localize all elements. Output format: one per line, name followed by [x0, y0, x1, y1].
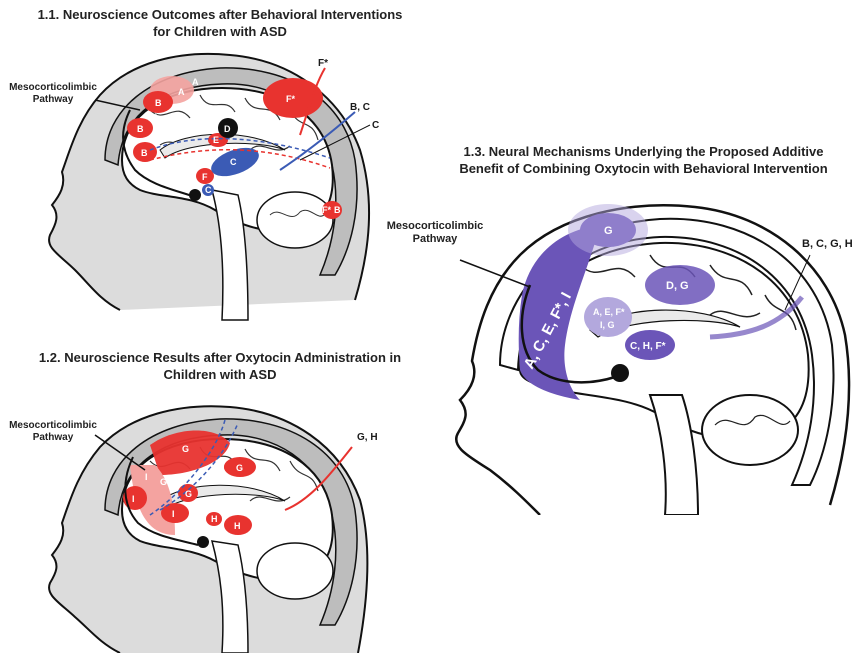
panel1-callout-c: C — [372, 120, 379, 131]
panel2-label-g-small: G — [185, 489, 192, 499]
panel2-region-i-bottom — [161, 503, 189, 523]
panel1-label-e: E — [213, 135, 219, 145]
panel3-nucleus — [611, 364, 629, 382]
panel2-title-line2: Children with ASD — [0, 366, 440, 383]
panel3-cerebellum — [702, 395, 798, 465]
panel1-label-b2: B — [137, 124, 144, 134]
panel3-label-chf: C, H, F* — [630, 341, 666, 352]
panel2-brain-diagram: G, H G G G I I H H G I — [0, 385, 440, 653]
panel2-callout-gh: G, H — [357, 432, 378, 443]
panel2-label-h-large: H — [234, 521, 241, 531]
panel1-label-a2: A — [170, 132, 177, 142]
panel1-label-a: A — [178, 87, 185, 97]
panel3-region-aef — [584, 297, 632, 337]
panel2-label-g-mid: G — [236, 463, 243, 473]
panel3-title: 1.3. Neural Mechanisms Underlying the Pr… — [430, 143, 857, 177]
panel2-label-h-small: H — [211, 514, 218, 524]
panel2-nucleus — [197, 536, 209, 548]
panel1-brain-diagram: F* B, C C A B B F* B C D F* C F C F* B E… — [0, 0, 440, 330]
panel2-title-line1: 1.2. Neuroscience Results after Oxytocin… — [0, 349, 440, 366]
panel1-cerebellum — [257, 192, 333, 248]
panel2-label-g-top: G — [182, 444, 189, 454]
panel1-label-d: D — [224, 124, 231, 134]
panel2-label-i-left: I — [132, 494, 135, 504]
panel2-label-g-fade: G — [160, 477, 167, 487]
panel3-title-line2: Benefit of Combining Oxytocin with Behav… — [430, 160, 857, 177]
panel3-title-line1: 1.3. Neural Mechanisms Underlying the Pr… — [430, 143, 857, 160]
panel1-label-c-small: C — [205, 185, 212, 195]
panel2-label-i-fade: I — [145, 472, 148, 482]
panel1-callout-bc: B, C — [350, 102, 370, 113]
panel2-label-i-bottom: I — [172, 509, 175, 519]
panel3-label-ig: I, G — [600, 320, 615, 330]
panel1-label-b3: B — [141, 148, 148, 158]
panel3-label-g: G — [604, 225, 613, 237]
panel1-label-f1: F* — [148, 112, 157, 122]
panel1-label-a3: A — [192, 77, 199, 87]
panel3-label-dg: D, G — [666, 280, 689, 292]
panel2-cerebellum — [257, 543, 333, 599]
panel1-label-c1: C — [165, 158, 172, 168]
panel3-callout-bcgh: B, C, G, H — [802, 238, 853, 250]
panel1-label-b1: B — [155, 98, 162, 108]
panel1-label-f-top: F* — [286, 94, 295, 104]
panel1-callout-f: F* — [318, 58, 328, 69]
panel3-brain-diagram: B, C, G, H G A, C, E, F*, I D, G A, E, F… — [430, 185, 857, 515]
panel2-title: 1.2. Neuroscience Results after Oxytocin… — [0, 349, 440, 383]
panel3-label-aef: A, E, F* — [593, 307, 625, 317]
panel1-label-f-cb: F* — [322, 205, 331, 215]
panel1-label-f-mid: F — [202, 172, 208, 182]
panel1-label-b-cb: B — [334, 205, 341, 215]
panel1-label-c-blue: C — [230, 157, 237, 167]
